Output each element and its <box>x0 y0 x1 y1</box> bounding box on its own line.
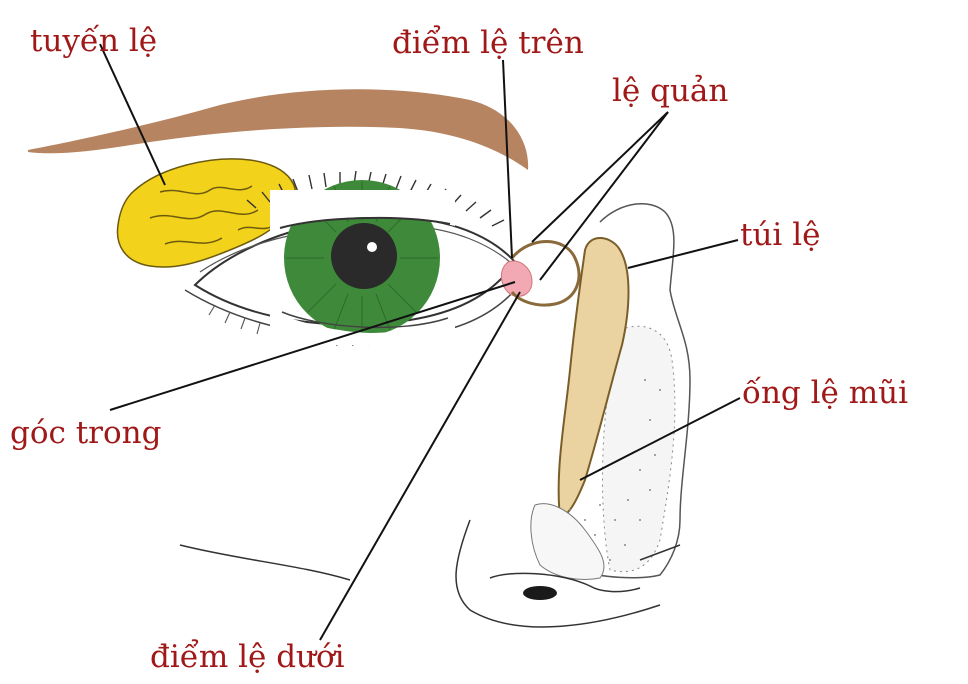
caruncle <box>501 261 532 296</box>
face-contour <box>180 545 350 580</box>
leader-diem-le-tren <box>503 60 512 258</box>
pupil <box>331 223 397 289</box>
label-tui-le: túi lệ <box>740 220 820 251</box>
label-le-quan: lệ quản <box>612 76 728 107</box>
label-diem-le-tren: điểm lệ trên <box>392 28 584 59</box>
label-goc-trong: góc trong <box>10 418 161 449</box>
leader-tuyen-le <box>100 44 165 185</box>
label-tuyen-le: tuyến lệ <box>30 26 157 57</box>
pupil-highlight <box>367 242 377 252</box>
inferior-turbinate <box>531 504 604 580</box>
leader-le-quan-upper <box>532 112 668 242</box>
leader-tui-le <box>628 240 738 268</box>
eyebrow <box>28 89 528 170</box>
label-diem-le-duoi: điểm lệ dưới <box>150 642 345 673</box>
label-ong-le-mui: ống lệ mũi <box>742 378 908 409</box>
nostril <box>523 586 557 600</box>
